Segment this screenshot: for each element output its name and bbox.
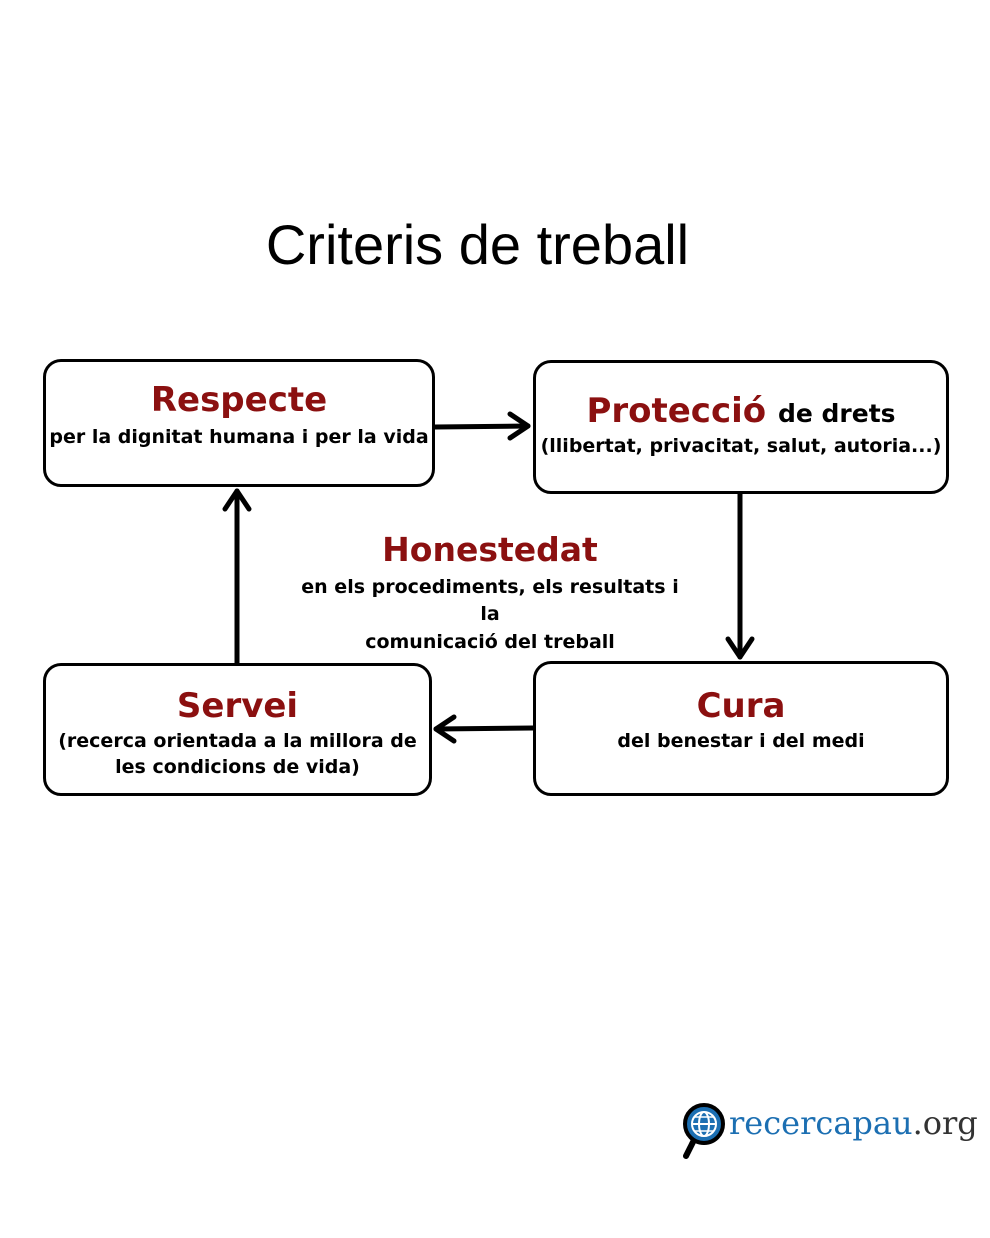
arrow-respecte-to-proteccio	[432, 411, 531, 441]
logo-tld: .org	[912, 1104, 978, 1142]
box-proteccio: Protecció de drets (llibertat, privacita…	[533, 360, 949, 494]
page-title: Criteris de treball	[265, 213, 690, 276]
magnifier-globe-icon	[683, 1103, 725, 1159]
center-subtitle-line-1: en els procediments, els resultats i la	[301, 575, 679, 626]
box-proteccio-subtitle: (llibertat, privacitat, salut, autoria..…	[540, 435, 942, 458]
site-logo[interactable]: recercapau.org	[729, 1104, 978, 1142]
center-title: Honestedat	[382, 530, 598, 569]
box-servei-subtitle-line-1: (recerca orientada a la millora de	[58, 730, 417, 753]
center-honestedat: Honestedat en els procediments, els resu…	[290, 530, 690, 656]
box-cura-title: Cura	[696, 686, 786, 726]
arrow-servei-to-respecte	[222, 488, 252, 666]
center-subtitle: en els procediments, els resultats i la …	[290, 574, 690, 657]
arrow-cura-to-servei	[433, 714, 536, 744]
box-respecte-subtitle: per la dignitat humana i per la vida	[49, 426, 429, 449]
box-proteccio-title-suffix: de drets	[777, 399, 896, 428]
box-servei: Servei (recerca orientada a la millora d…	[43, 663, 432, 796]
arrow-proteccio-to-cura	[725, 491, 755, 660]
box-respecte-title: Respecte	[150, 380, 328, 420]
box-servei-subtitle: (recerca orientada a la millora de les c…	[46, 729, 429, 780]
logo-brand: recercapau	[729, 1104, 913, 1142]
box-proteccio-title-line: Protecció de drets	[536, 391, 946, 431]
box-cura-subtitle: del benestar i del medi	[617, 730, 865, 753]
box-servei-subtitle-line-2: les condicions de vida)	[115, 756, 360, 779]
box-respecte: Respecte per la dignitat humana i per la…	[43, 359, 435, 487]
box-proteccio-title: Protecció	[586, 391, 767, 431]
center-subtitle-line-2: comunicació del treball	[365, 630, 615, 653]
box-cura: Cura del benestar i del medi	[533, 661, 949, 796]
box-servei-title: Servei	[176, 686, 299, 726]
